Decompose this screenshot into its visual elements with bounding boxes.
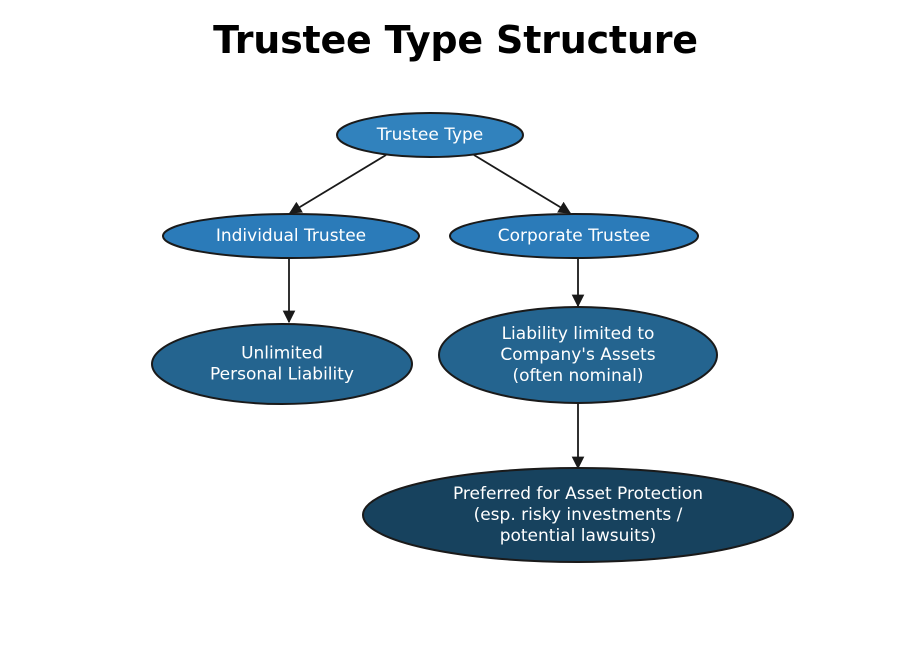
node-label-line: Individual Trustee <box>216 226 366 246</box>
node-label-line: potential lawsuits) <box>500 526 657 546</box>
node-label-line: Personal Liability <box>210 365 354 385</box>
node-label-corporate-trustee: Corporate Trustee <box>498 226 650 246</box>
node-label-line: Company's Assets <box>500 345 655 365</box>
edges-layer <box>282 154 585 470</box>
page-title: Trustee Type Structure <box>213 18 698 62</box>
connector-line <box>473 154 572 214</box>
node-shape-preferred-asset-protection <box>362 467 794 563</box>
node-label-line: (often nominal) <box>512 366 643 386</box>
node-preferred-asset-protection[interactable]: Preferred for Asset Protection(esp. risk… <box>362 467 794 563</box>
node-label-individual-trustee: Individual Trustee <box>216 226 366 246</box>
edge-trustee-to-corporate <box>473 154 572 214</box>
node-label-line: Unlimited <box>241 344 323 364</box>
node-label-line: Liability limited to <box>502 324 655 344</box>
node-label-line: Trustee Type <box>376 125 484 145</box>
node-corporate-trustee[interactable]: Corporate Trustee <box>449 213 699 259</box>
node-individual-trustee[interactable]: Individual Trustee <box>162 213 420 259</box>
node-shape-trustee-type <box>336 112 524 158</box>
node-label-preferred-asset-protection: Preferred for Asset Protection(esp. risk… <box>453 484 703 546</box>
node-shape-unlimited-personal-liability <box>151 323 413 405</box>
edge-trustee-to-individual <box>288 154 387 214</box>
node-label-trustee-type: Trustee Type <box>376 125 484 145</box>
node-trustee-type[interactable]: Trustee Type <box>336 112 524 158</box>
node-shape-liability-limited <box>438 306 718 404</box>
connector-line <box>288 154 387 214</box>
node-label-line: (esp. risky investments / <box>474 505 683 525</box>
node-shape-individual-trustee <box>162 213 420 259</box>
node-label-line: Preferred for Asset Protection <box>453 484 703 504</box>
node-label-line: Corporate Trustee <box>498 226 650 246</box>
node-shape-corporate-trustee <box>449 213 699 259</box>
